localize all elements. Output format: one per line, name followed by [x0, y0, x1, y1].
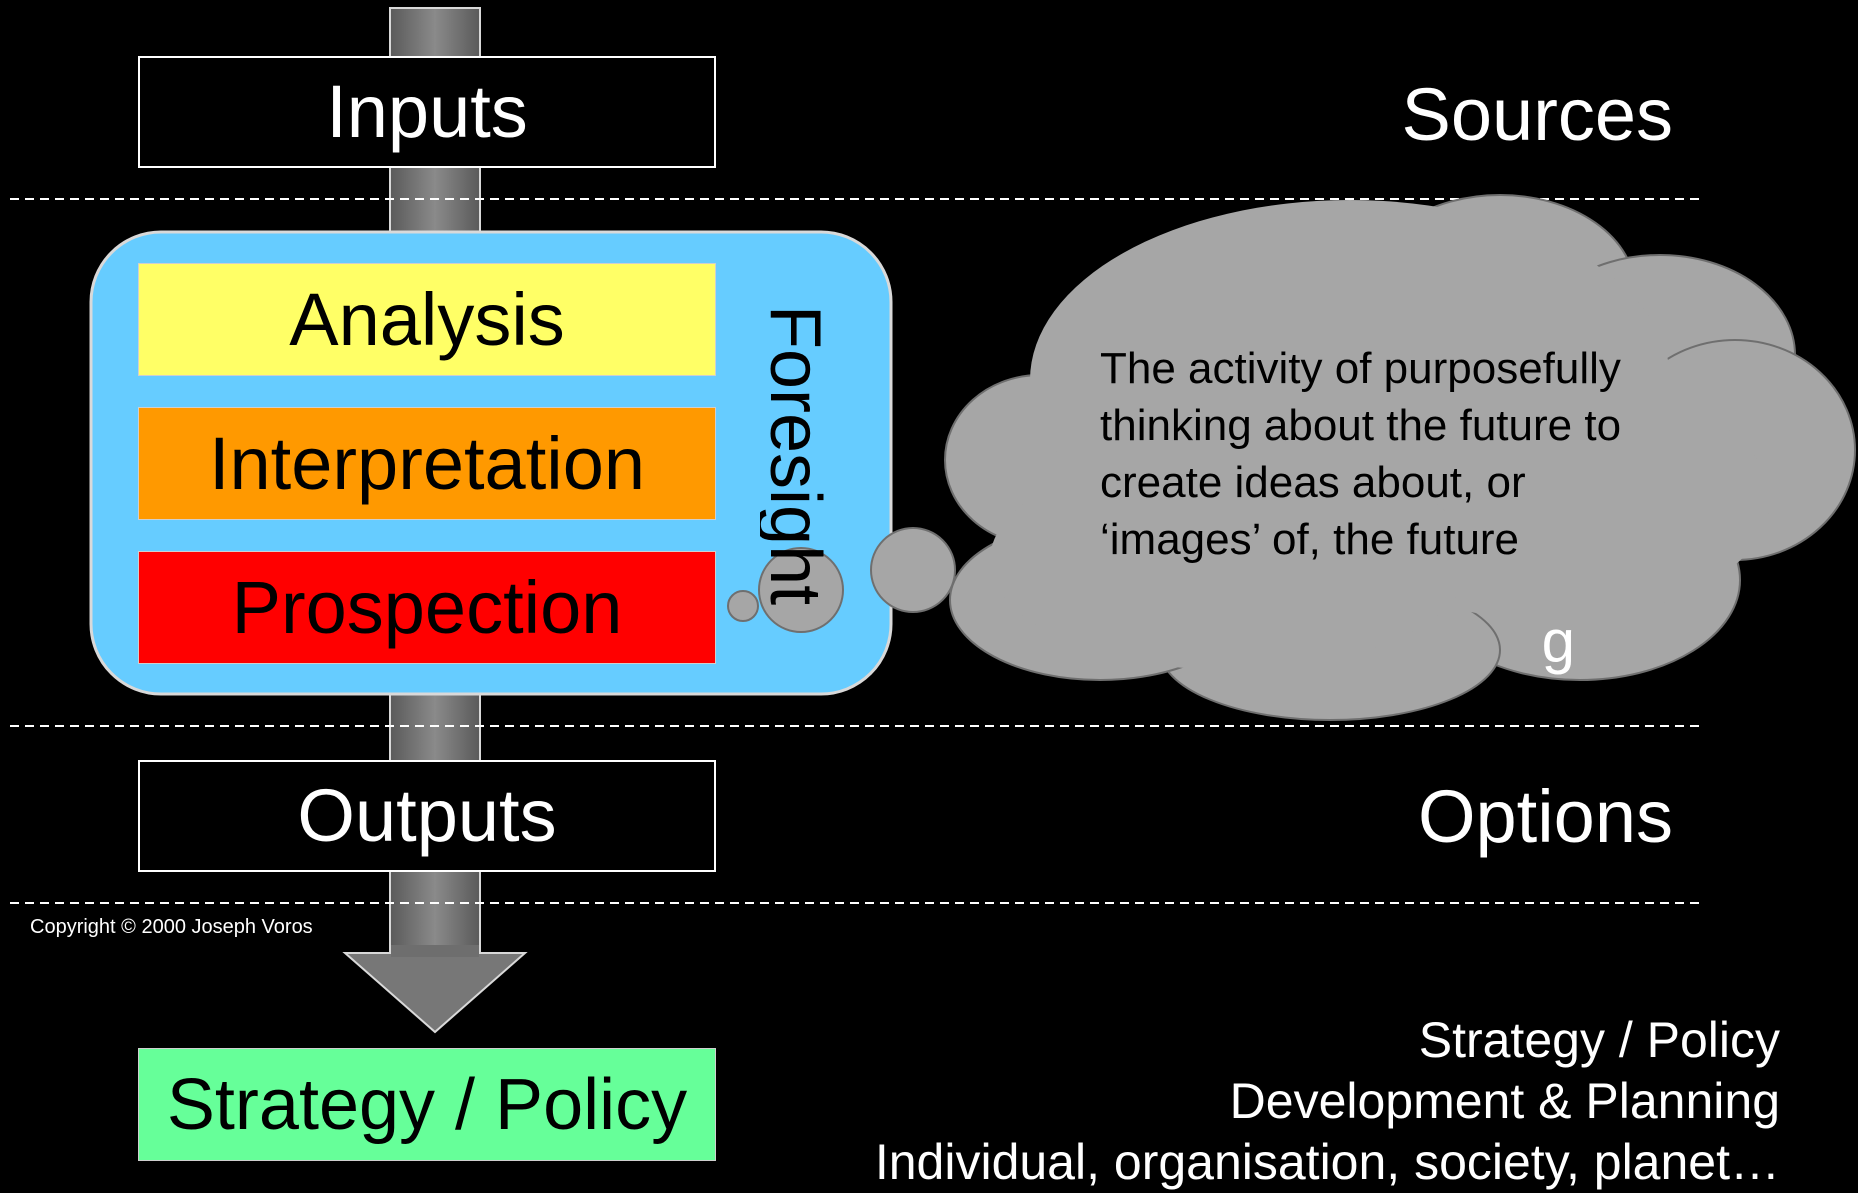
description-line: Development & Planning [1229, 1073, 1780, 1129]
definition-line: create ideas about, or [1100, 458, 1526, 507]
inputs-box: Inputs [138, 56, 716, 168]
foresight-vertical-label: Foresight [760, 305, 830, 606]
strategy-policy-box: Strategy / Policy [138, 1048, 716, 1161]
copyright-notice: Copyright © 2000 Joseph Voros [30, 916, 313, 938]
strategy-description: Strategy / Policy Development & Planning… [875, 1010, 1780, 1193]
outputs-label: Outputs [297, 774, 557, 857]
outputs-box: Outputs [138, 760, 716, 872]
definition-line: The activity of purposefully [1100, 344, 1621, 393]
flow-arrow-head [342, 952, 528, 1034]
options-label: Options [1417, 775, 1673, 858]
inputs-label: Inputs [326, 70, 528, 153]
definition-line: ‘images’ of, the future [1100, 515, 1520, 564]
interpretation-box: Interpretation [138, 407, 716, 520]
prospection-label: Prospection [231, 565, 623, 649]
description-line: Individual, organisation, society, plane… [874, 1134, 1780, 1190]
flow-arrow-joint [391, 945, 479, 957]
interpretation-label: Interpretation [208, 421, 646, 505]
sources-label: Sources [1401, 73, 1673, 156]
foresight-definition: The activity of purposefully thinking ab… [1100, 340, 1700, 568]
thought-cloud [727, 194, 1856, 721]
analysis-label: Analysis [289, 277, 565, 361]
analysis-box: Analysis [138, 263, 716, 376]
definition-line: thinking about the future to [1100, 401, 1622, 450]
partially-hidden-text: g [1541, 608, 1575, 675]
description-line: Strategy / Policy [1418, 1012, 1780, 1068]
prospection-box: Prospection [138, 551, 716, 664]
strategy-policy-label: Strategy / Policy [166, 1064, 688, 1145]
